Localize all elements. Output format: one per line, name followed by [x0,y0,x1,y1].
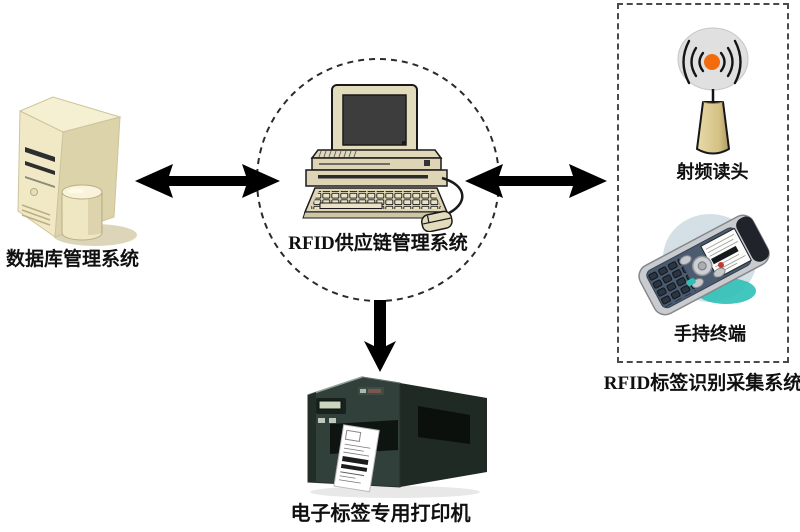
antenna-icon [677,27,749,155]
rf-reader-node-label: 射频读头 [676,162,749,182]
collection-system-group-box [617,3,789,363]
arrow-management-collection [465,164,607,198]
management-node-label: RFID供应链管理系统 [288,233,468,254]
desktop-computer-icon [302,84,464,232]
handheld-node-label: 手持终端 [674,324,746,344]
arrow-database-management [135,164,280,198]
server-database-icon [17,96,137,246]
label-printer-icon [307,376,487,498]
collection-system-label: RFID标签识别采集系统 [603,373,800,394]
database-node-label: 数据库管理系统 [5,249,139,270]
printer-node-label: 电子标签专用打印机 [290,503,471,525]
handheld-terminal-icon [638,214,770,316]
arrow-management-printer [364,300,396,372]
